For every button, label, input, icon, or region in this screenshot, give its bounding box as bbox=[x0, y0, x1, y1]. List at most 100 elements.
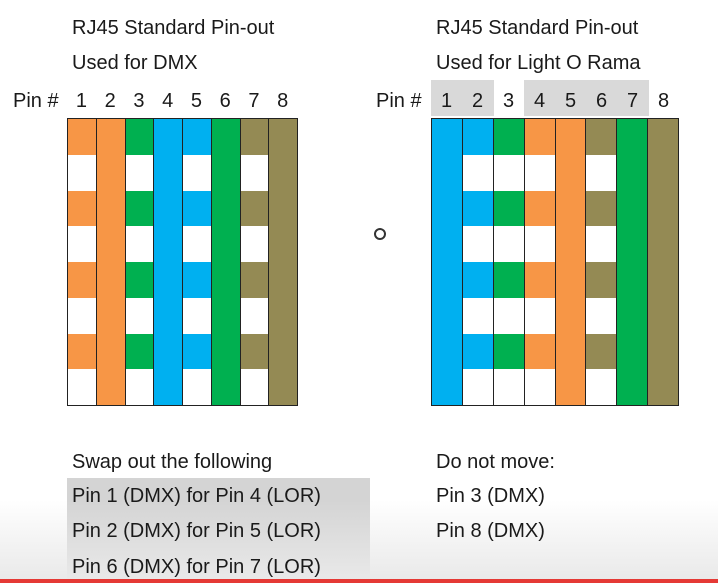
wire-color-segment bbox=[125, 119, 154, 155]
wire-pin-1 bbox=[432, 119, 463, 405]
pin-number-1: 1 bbox=[440, 90, 453, 112]
wire-white-segment bbox=[586, 297, 617, 334]
swap-item: Pin 2 (DMX) for Pin 5 (LOR) bbox=[72, 520, 321, 542]
wire-color-segment bbox=[154, 119, 182, 155]
wire-color-segment bbox=[240, 119, 269, 155]
wire-color-segment bbox=[586, 190, 617, 227]
wire-color-segment bbox=[432, 297, 462, 334]
wire-color-segment bbox=[432, 262, 462, 298]
wire-pin-8 bbox=[648, 119, 678, 405]
wire-white-segment bbox=[183, 226, 211, 262]
pin-highlight bbox=[586, 80, 618, 116]
wire-color-segment bbox=[211, 190, 240, 227]
wire-color-segment bbox=[555, 154, 586, 191]
wire-color-segment bbox=[462, 119, 493, 155]
wire-white-segment bbox=[493, 226, 524, 262]
wire-color-segment bbox=[183, 119, 211, 155]
wire-color-segment bbox=[617, 297, 648, 334]
wire-white-segment bbox=[68, 369, 96, 405]
wire-color-segment bbox=[617, 262, 648, 298]
wire-white-segment bbox=[240, 226, 269, 262]
right-pin-header: Pin # bbox=[376, 90, 422, 112]
wire-color-segment bbox=[125, 190, 154, 227]
pin-number-6: 6 bbox=[219, 90, 231, 112]
wire-color-segment bbox=[555, 226, 586, 262]
wire-color-segment bbox=[617, 333, 648, 370]
wire-color-segment bbox=[493, 119, 524, 155]
wire-pin-7 bbox=[240, 119, 270, 405]
keep-item: Pin 3 (DMX) bbox=[436, 485, 545, 507]
pin-number-4: 4 bbox=[162, 90, 174, 112]
right-title-line1: RJ45 Standard Pin-out bbox=[436, 17, 639, 39]
wire-color-segment bbox=[524, 262, 555, 298]
wire-white-segment bbox=[125, 154, 154, 191]
wire-color-segment bbox=[96, 226, 125, 262]
wire-color-segment bbox=[96, 333, 125, 370]
wire-color-segment bbox=[240, 262, 269, 298]
wire-white-segment bbox=[240, 369, 269, 405]
wire-color-segment bbox=[154, 226, 182, 262]
pin-highlight bbox=[524, 80, 556, 116]
pin-number-2: 2 bbox=[104, 90, 116, 112]
wire-color-segment bbox=[462, 333, 493, 370]
pin-highlight bbox=[462, 80, 494, 116]
wire-white-segment bbox=[493, 297, 524, 334]
wire-color-segment bbox=[68, 262, 96, 298]
wire-color-segment bbox=[211, 369, 240, 405]
pin-number-6: 6 bbox=[595, 90, 608, 112]
pin-number-5: 5 bbox=[190, 90, 202, 112]
wire-pin-8 bbox=[269, 119, 297, 405]
video-progress-bar[interactable] bbox=[0, 579, 718, 583]
wire-color-segment bbox=[96, 297, 125, 334]
pin-number-8: 8 bbox=[277, 90, 289, 112]
wire-color-segment bbox=[240, 333, 269, 370]
wire-white-segment bbox=[462, 369, 493, 405]
pin-number-5: 5 bbox=[564, 90, 577, 112]
wire-white-segment bbox=[183, 297, 211, 334]
wire-white-segment bbox=[183, 154, 211, 191]
wire-color-segment bbox=[555, 333, 586, 370]
wire-color-segment bbox=[648, 190, 678, 227]
wire-color-segment bbox=[586, 262, 617, 298]
keep-heading: Do not move: bbox=[436, 451, 555, 473]
pin-number-7: 7 bbox=[626, 90, 639, 112]
wire-color-segment bbox=[154, 154, 182, 191]
wire-color-segment bbox=[96, 190, 125, 227]
wire-pin-3 bbox=[493, 119, 525, 405]
wire-color-segment bbox=[211, 262, 240, 298]
wire-pin-3 bbox=[125, 119, 155, 405]
pin-number-1: 1 bbox=[75, 90, 87, 112]
wire-pin-5 bbox=[555, 119, 587, 405]
wire-white-segment bbox=[183, 369, 211, 405]
wire-color-segment bbox=[68, 119, 96, 155]
wire-color-segment bbox=[648, 369, 678, 405]
wire-white-segment bbox=[240, 297, 269, 334]
wire-color-segment bbox=[648, 333, 678, 370]
wire-color-segment bbox=[524, 119, 555, 155]
wire-color-segment bbox=[432, 119, 462, 155]
wire-pin-7 bbox=[617, 119, 649, 405]
wire-color-segment bbox=[211, 226, 240, 262]
wire-pin-5 bbox=[183, 119, 212, 405]
wire-color-segment bbox=[96, 154, 125, 191]
dmx-pinout-diagram bbox=[67, 118, 298, 406]
wire-color-segment bbox=[432, 333, 462, 370]
pin-number-3: 3 bbox=[502, 90, 515, 112]
wire-color-segment bbox=[617, 119, 648, 155]
swap-item: Pin 1 (DMX) for Pin 4 (LOR) bbox=[72, 485, 321, 507]
wire-color-segment bbox=[96, 369, 125, 405]
wire-color-segment bbox=[154, 262, 182, 298]
wire-color-segment bbox=[154, 369, 182, 405]
wire-color-segment bbox=[269, 262, 297, 298]
wire-color-segment bbox=[154, 190, 182, 227]
wire-color-segment bbox=[269, 333, 297, 370]
wire-white-segment bbox=[125, 297, 154, 334]
wire-color-segment bbox=[432, 154, 462, 191]
wire-color-segment bbox=[555, 190, 586, 227]
wire-color-segment bbox=[96, 119, 125, 155]
wire-white-segment bbox=[524, 226, 555, 262]
wire-color-segment bbox=[154, 297, 182, 334]
wire-white-segment bbox=[493, 369, 524, 405]
wire-color-segment bbox=[183, 262, 211, 298]
